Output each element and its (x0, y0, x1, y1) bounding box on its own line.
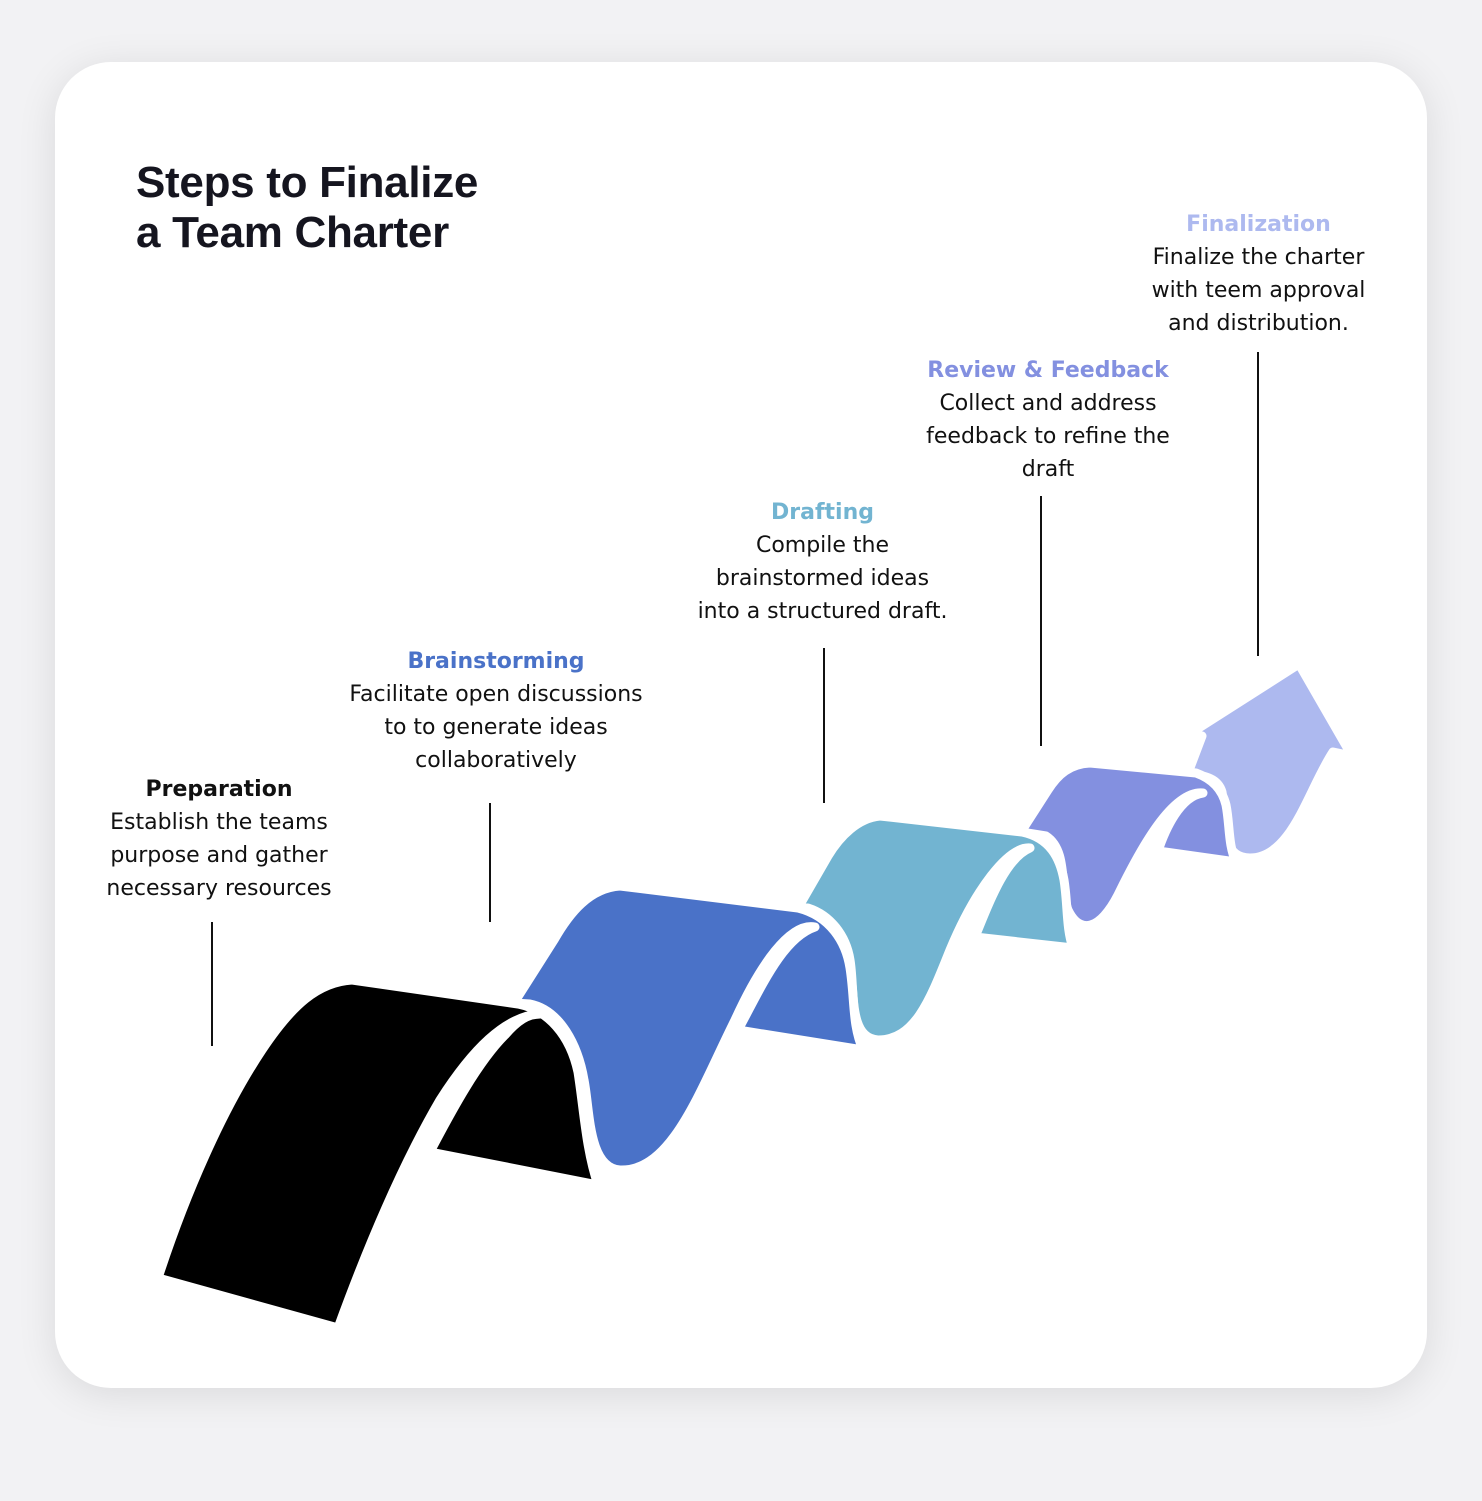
step-drafting: Drafting Compile the brainstormed ideas … (680, 496, 965, 628)
step-desc-line: Compile the (755, 533, 890, 558)
step-desc-line: collaboratively (415, 748, 577, 773)
step-desc-line: with teem approval (1151, 278, 1366, 303)
step-desc-line: brainstormed ideas (715, 566, 930, 591)
title-line-1: Steps to Finalize (136, 158, 479, 207)
step-desc-line: Facilitate open discussions (349, 682, 643, 707)
step-title-preparation: Preparation (145, 777, 293, 802)
step-desc-line: necessary resources (106, 876, 332, 901)
step-title-brainstorming: Brainstorming (407, 649, 585, 674)
leader-lines (211, 352, 1259, 1046)
step-desc-line: purpose and gather (110, 843, 328, 868)
step-desc-line: into a structured draft. (697, 599, 948, 624)
step-title-drafting: Drafting (771, 500, 874, 525)
step-desc-line: and distribution. (1168, 311, 1349, 336)
step-title-review: Review & Feedback (927, 358, 1169, 383)
title-line-2: a Team Charter (136, 208, 449, 257)
step-review: Review & Feedback Collect and address fe… (908, 354, 1188, 486)
step-desc-line: feedback to refine the (926, 424, 1170, 449)
page-title: Steps to Finalize a Team Charter (136, 158, 478, 258)
ribbon-segment-preparation (153, 975, 603, 1333)
step-desc-line: Collect and address (939, 391, 1157, 416)
step-brainstorming: Brainstorming Facilitate open discussion… (336, 645, 656, 777)
step-preparation: Preparation Establish the teams purpose … (99, 773, 339, 905)
step-desc-line: Establish the teams (110, 810, 328, 835)
step-finalization: Finalization Finalize the charter with t… (1136, 208, 1381, 340)
step-desc-line: to to generate ideas (384, 715, 608, 740)
step-desc-line: draft (1021, 457, 1075, 482)
step-title-finalization: Finalization (1186, 212, 1331, 237)
ribbon-segment-brainstorming (509, 881, 868, 1175)
step-desc-line: Finalize the charter (1152, 245, 1365, 270)
